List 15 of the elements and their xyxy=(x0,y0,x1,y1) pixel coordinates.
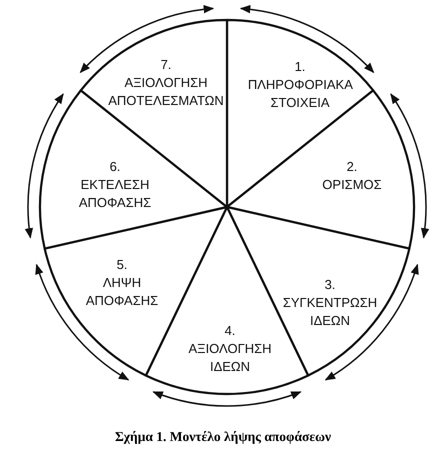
step-number: 4. xyxy=(224,322,236,340)
step-title: ΠΛΗΡΟΦΟΡΙΑΚΑ ΣΤΟΙΧΕΙΑ xyxy=(248,76,352,112)
step-number: 6. xyxy=(110,158,120,176)
step-number: 1. xyxy=(294,58,306,76)
step-number: 5. xyxy=(116,256,128,274)
step-title: ΑΞΙΟΛΟΓΗΣΗ ΑΠΟΤΕΛΕΣΜΑΤΩΝ xyxy=(108,74,224,110)
figure-caption: Σχήμα 1. Μοντέλο λήψης αποφάσεων xyxy=(114,429,332,445)
step-title: ΣΥΓΚΕΝΤΡΩΣΗ ΙΔΕΩΝ xyxy=(282,294,378,330)
step-title: ΟΡΙΣΜΟΣ xyxy=(322,176,382,194)
step-number: 7. xyxy=(160,56,172,74)
step-number: 3. xyxy=(324,276,336,294)
step-title: ΑΞΙΟΛΟΓΗΣΗ ΙΔΕΩΝ xyxy=(188,340,272,376)
step-title: ΕΚΤΕΛΕΣΗ ΑΠΟΦΑΣΗΣ xyxy=(78,176,152,212)
step-title: ΛΗΨΗ ΑΠΟΦΑΣΗΣ xyxy=(86,274,158,310)
step-number: 2. xyxy=(346,158,358,176)
